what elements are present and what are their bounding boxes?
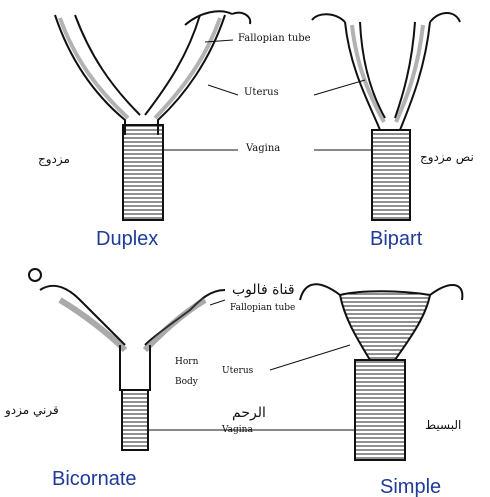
caption-simple: Simple	[380, 476, 441, 497]
caption-duplex: Duplex	[96, 228, 158, 251]
label-horn: Horn	[175, 357, 198, 367]
arabic-label-bipart: نص مزدوج	[420, 150, 474, 164]
label-uterus-top: Uterus	[244, 87, 279, 98]
caption-bipart: Bipart	[370, 228, 422, 251]
label-uterus-bottom: Uterus	[222, 366, 253, 376]
simple-uterus-drawing	[300, 284, 462, 460]
label-body: Body	[175, 377, 198, 387]
duplex-uterus-drawing	[55, 11, 250, 220]
caption-bicornate: Bicornate	[52, 468, 137, 491]
arabic-label-simple: البسيط	[425, 418, 461, 432]
arabic-label-bicornate: قرني مزدو	[5, 403, 59, 417]
bipart-uterus-drawing	[312, 13, 460, 220]
arabic-label-uterus: الرحم	[232, 405, 266, 421]
arabic-label-fallopian-tube: قناة فالوب	[232, 282, 295, 298]
label-fallopian-tube-top: Fallopian tube	[238, 33, 311, 44]
label-fallopian-tube-bottom: Fallopian tube	[230, 303, 295, 313]
label-vagina-top: Vagina	[246, 143, 280, 154]
arabic-label-duplex: مزدوج	[38, 152, 70, 166]
label-vagina-bottom: Vagina	[222, 425, 253, 435]
